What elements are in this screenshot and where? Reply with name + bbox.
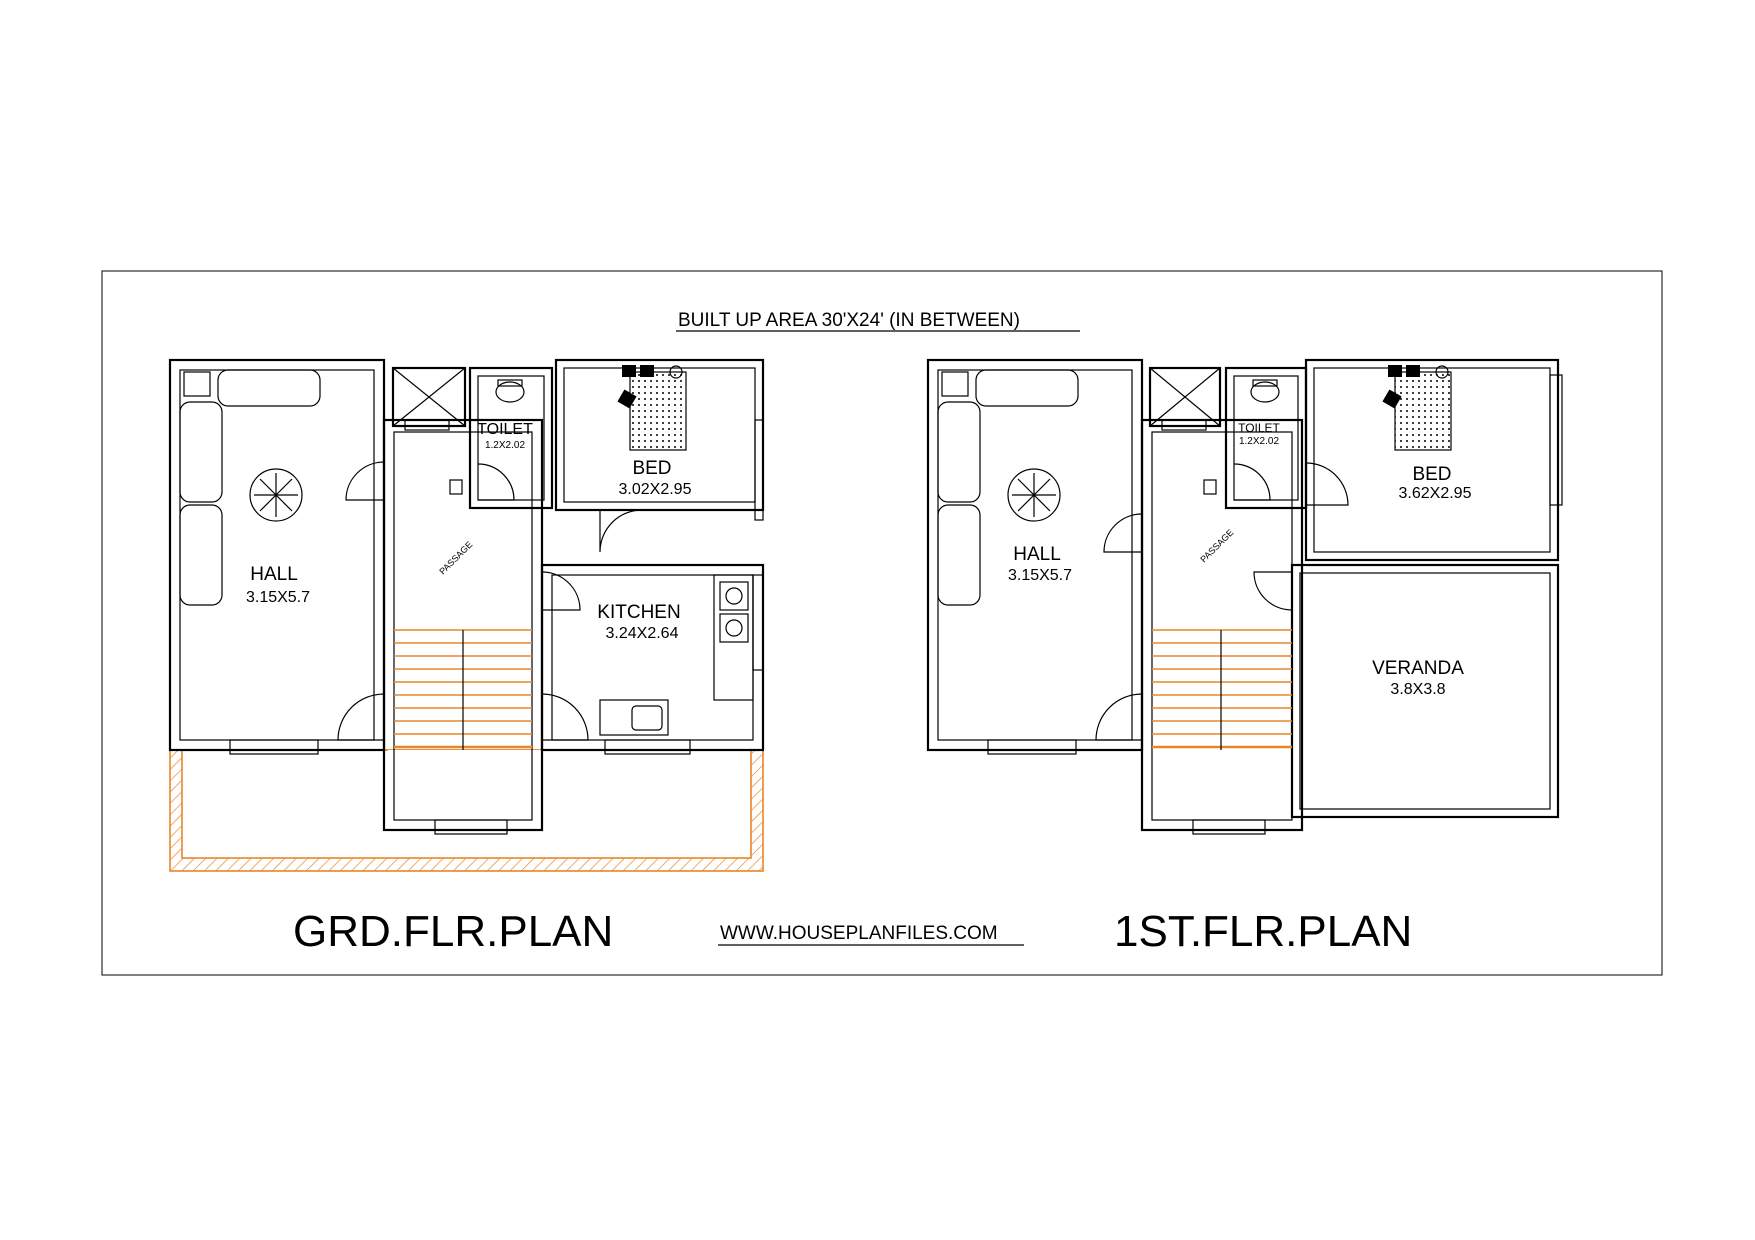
ff-sofa-side2-icon [937, 504, 981, 606]
ff-passage-label: PASSAGE [1198, 527, 1235, 564]
gf-door-toilet [477, 463, 515, 501]
ff-door-hall [1103, 513, 1143, 553]
gf-stove-icon [719, 581, 749, 611]
gf-bed-size: 3.02X2.95 [619, 481, 692, 498]
gf-hall-label: HALL [250, 564, 298, 585]
ground-plan-title: GRD.FLR.PLAN [293, 907, 613, 956]
gf-door-hall-front [337, 693, 385, 741]
ff-veranda-label: VERANDA [1372, 658, 1464, 679]
gf-hall-walls [168, 358, 386, 752]
ff-door-hall-front [1095, 693, 1143, 741]
gf-kitchen-walls [540, 563, 765, 752]
sitout-hatch [169, 360, 764, 872]
ff-bed-label: BED [1412, 464, 1451, 485]
ff-table-icon [1007, 468, 1061, 522]
gf-staircase [394, 629, 532, 750]
ff-toilet-size: 1.2X2.02 [1239, 436, 1279, 447]
gf-toilet-size: 1.2X2.02 [485, 440, 525, 451]
ff-door-bed [1305, 462, 1349, 506]
ff-hall-label: HALL [1013, 544, 1061, 565]
ff-window-hall [987, 739, 1077, 755]
gf-bed-icon [629, 371, 687, 451]
ff-duct [1148, 366, 1222, 428]
ff-hall-size: 3.15X5.7 [1008, 567, 1072, 584]
gf-table-icon [249, 468, 303, 522]
gf-kitchen-size: 3.24X2.64 [606, 625, 679, 642]
gf-window-kitchen [604, 739, 691, 755]
ff-veranda-walls [1290, 563, 1560, 819]
gf-door-hall [345, 461, 385, 501]
ff-veranda-size: 3.8X3.8 [1390, 681, 1445, 698]
ff-tv-icon [941, 371, 969, 397]
gf-bed-walls [554, 358, 765, 521]
gf-window-hall [229, 739, 319, 755]
ff-door-toilet [1233, 463, 1271, 501]
ff-toilet-label: TOILET [1238, 421, 1280, 435]
gf-door-bed [599, 509, 643, 553]
ff-window-duct [1161, 419, 1207, 431]
gf-passage-label: PASSAGE [437, 539, 474, 576]
ff-sofa-side-icon [937, 401, 981, 503]
ground-floor-plan: HALL 3.15X5.7 TOILET 1.2X2.02 BED 3.02X2… [168, 358, 765, 872]
ff-door-veranda [1253, 571, 1293, 611]
ff-staircase [1152, 629, 1292, 750]
ff-bed-walls [1304, 358, 1563, 562]
ff-sofa-top-icon [975, 369, 1079, 407]
ff-window-passage [1192, 819, 1266, 835]
gf-window-passage [434, 819, 508, 835]
gf-sofa-side-icon [179, 401, 223, 503]
gf-window-duct [404, 419, 450, 431]
website-link[interactable]: WWW.HOUSEPLANFILES.COM [720, 923, 998, 944]
gf-duct [391, 366, 467, 428]
gf-sofa-side2-icon [179, 504, 223, 606]
ff-passage-walls [1140, 418, 1304, 832]
gf-tv-icon [183, 371, 211, 397]
ff-bed-icon [1394, 371, 1452, 451]
gf-door-kitchen [541, 571, 581, 611]
gf-hall-size: 3.15X5.7 [246, 589, 310, 606]
gf-sofa-top-icon [217, 369, 321, 407]
gf-door-kitchen-back [541, 693, 589, 741]
first-floor-plan: HALL 3.15X5.7 TOILET 1.2X2.02 BED 3.62X2… [926, 358, 1563, 835]
first-plan-title: 1ST.FLR.PLAN [1114, 907, 1412, 956]
gf-sink-icon [599, 699, 669, 736]
ff-bed-size: 3.62X2.95 [1399, 485, 1472, 502]
gf-kitchen-label: KITCHEN [597, 602, 680, 623]
gf-bed-label: BED [632, 458, 671, 479]
area-title: BUILT UP AREA 30'X24' (IN BETWEEN) [678, 310, 1020, 331]
sheet-border [101, 270, 1663, 976]
gf-toilet-label: TOILET [477, 421, 533, 438]
